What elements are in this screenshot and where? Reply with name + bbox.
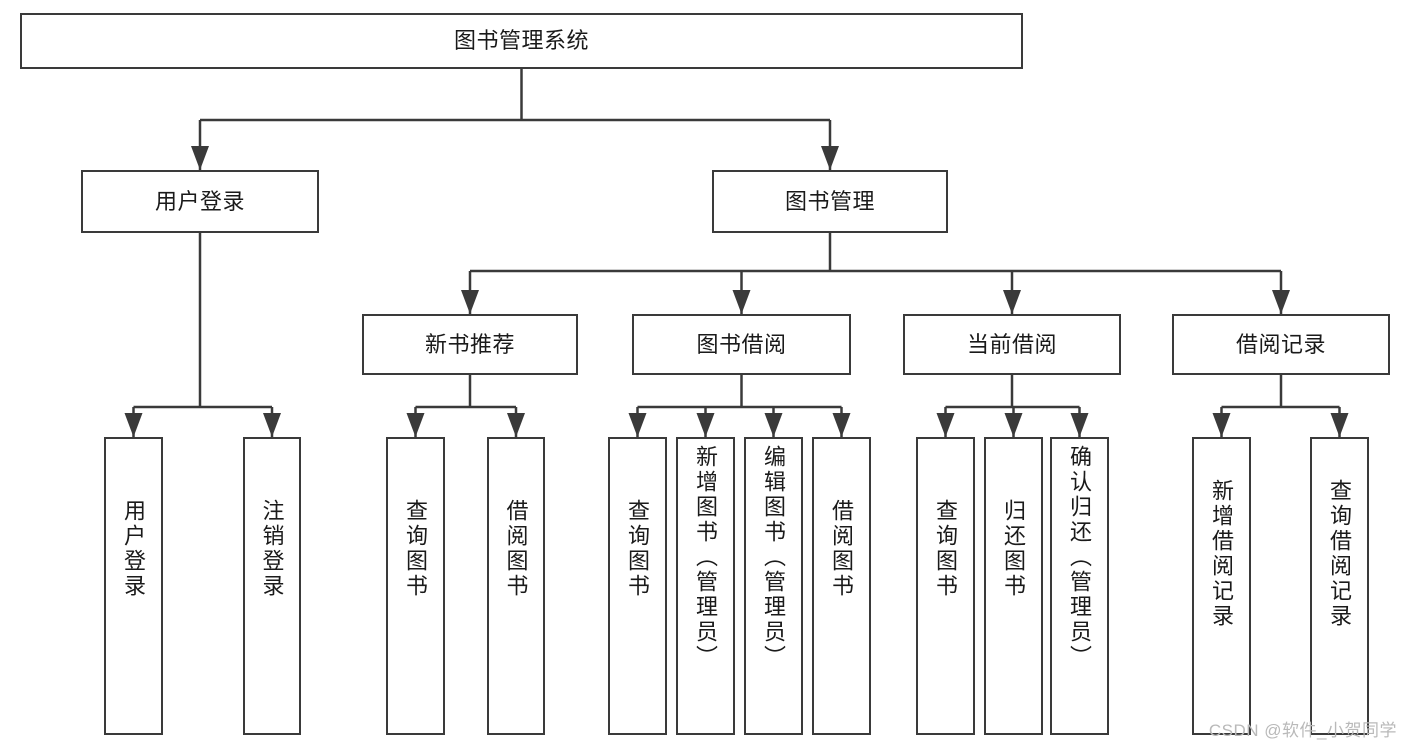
arrow-head-icon-leaf-query-rec [1330, 413, 1349, 437]
node-leaf-query-1: 查询图书 [386, 437, 445, 735]
node-book-borrow: 图书借阅 [632, 314, 851, 375]
arrow-head-icon-leaf-query-2 [628, 413, 647, 437]
node-label-book-manage: 图书管理 [784, 188, 875, 214]
node-label-leaf-query-1: 查询图书 [403, 499, 429, 599]
arrow-head-icon-leaf-edit-book [764, 413, 783, 437]
arrow-head-icon-user-login [191, 146, 209, 170]
arrow-head-icon-leaf-borrow-2 [832, 413, 851, 437]
node-label-root: 图书管理系统 [453, 28, 589, 54]
arrow-head-icon-leaf-query-3 [936, 413, 955, 437]
node-leaf-query-3: 查询图书 [916, 437, 975, 735]
node-leaf-borrow-2: 借阅图书 [812, 437, 871, 735]
node-leaf-user-login: 用户登录 [104, 437, 163, 735]
node-leaf-query-rec: 查询借阅记录 [1310, 437, 1369, 735]
arrow-head-icon-leaf-borrow-1 [507, 413, 525, 437]
node-book-manage: 图书管理 [712, 170, 948, 233]
node-label-current-borrow: 当前借阅 [966, 331, 1057, 357]
node-label-leaf-user-login: 用户登录 [121, 499, 147, 599]
node-leaf-edit-book: 编辑图书（管理员） [744, 437, 803, 735]
arrow-head-icon-leaf-logout [263, 413, 281, 437]
node-user-login: 用户登录 [81, 170, 319, 233]
node-leaf-query-2: 查询图书 [608, 437, 667, 735]
arrow-head-icon-borrow-record [1272, 290, 1290, 314]
node-leaf-borrow-1: 借阅图书 [487, 437, 545, 735]
node-borrow-record: 借阅记录 [1172, 314, 1390, 375]
node-label-leaf-logout: 注销登录 [259, 499, 285, 599]
node-label-leaf-query-2: 查询图书 [625, 499, 651, 599]
node-label-leaf-add-book: 新增图书（管理员） [693, 445, 719, 670]
node-leaf-add-rec: 新增借阅记录 [1192, 437, 1251, 735]
arrow-head-icon-leaf-confirm [1070, 413, 1089, 437]
node-leaf-return: 归还图书 [984, 437, 1043, 735]
node-label-leaf-return: 归还图书 [1001, 499, 1027, 599]
arrow-head-icon-leaf-add-book [696, 413, 715, 437]
node-label-leaf-query-3: 查询图书 [933, 499, 959, 599]
arrow-head-icon-book-borrow [732, 290, 751, 314]
node-root: 图书管理系统 [20, 13, 1023, 69]
node-label-leaf-query-rec: 查询借阅记录 [1327, 479, 1353, 629]
watermark-text: CSDN @软件_小贺同学 [1208, 721, 1397, 740]
node-label-borrow-record: 借阅记录 [1235, 331, 1326, 357]
arrow-head-icon-new-book-rec [461, 290, 479, 314]
node-leaf-add-book: 新增图书（管理员） [676, 437, 735, 735]
node-label-leaf-borrow-1: 借阅图书 [503, 499, 529, 599]
node-label-leaf-edit-book: 编辑图书（管理员） [761, 445, 787, 670]
node-label-book-borrow: 图书借阅 [696, 331, 787, 357]
arrow-head-icon-leaf-return [1004, 413, 1023, 437]
node-label-leaf-confirm: 确认归还（管理员） [1067, 445, 1093, 670]
node-label-leaf-add-rec: 新增借阅记录 [1209, 479, 1235, 629]
node-new-book-rec: 新书推荐 [362, 314, 578, 375]
node-leaf-confirm: 确认归还（管理员） [1050, 437, 1109, 735]
arrow-head-icon-leaf-add-rec [1212, 413, 1231, 437]
node-label-leaf-borrow-2: 借阅图书 [829, 499, 855, 599]
node-label-new-book-rec: 新书推荐 [424, 331, 515, 357]
node-current-borrow: 当前借阅 [903, 314, 1121, 375]
arrow-head-icon-leaf-query-1 [406, 413, 425, 437]
node-leaf-logout: 注销登录 [243, 437, 301, 735]
arrow-head-icon-current-borrow [1003, 290, 1021, 314]
arrow-head-icon-book-manage [821, 146, 839, 170]
node-label-user-login: 用户登录 [154, 188, 245, 214]
arrow-head-icon-leaf-user-login [124, 413, 143, 437]
